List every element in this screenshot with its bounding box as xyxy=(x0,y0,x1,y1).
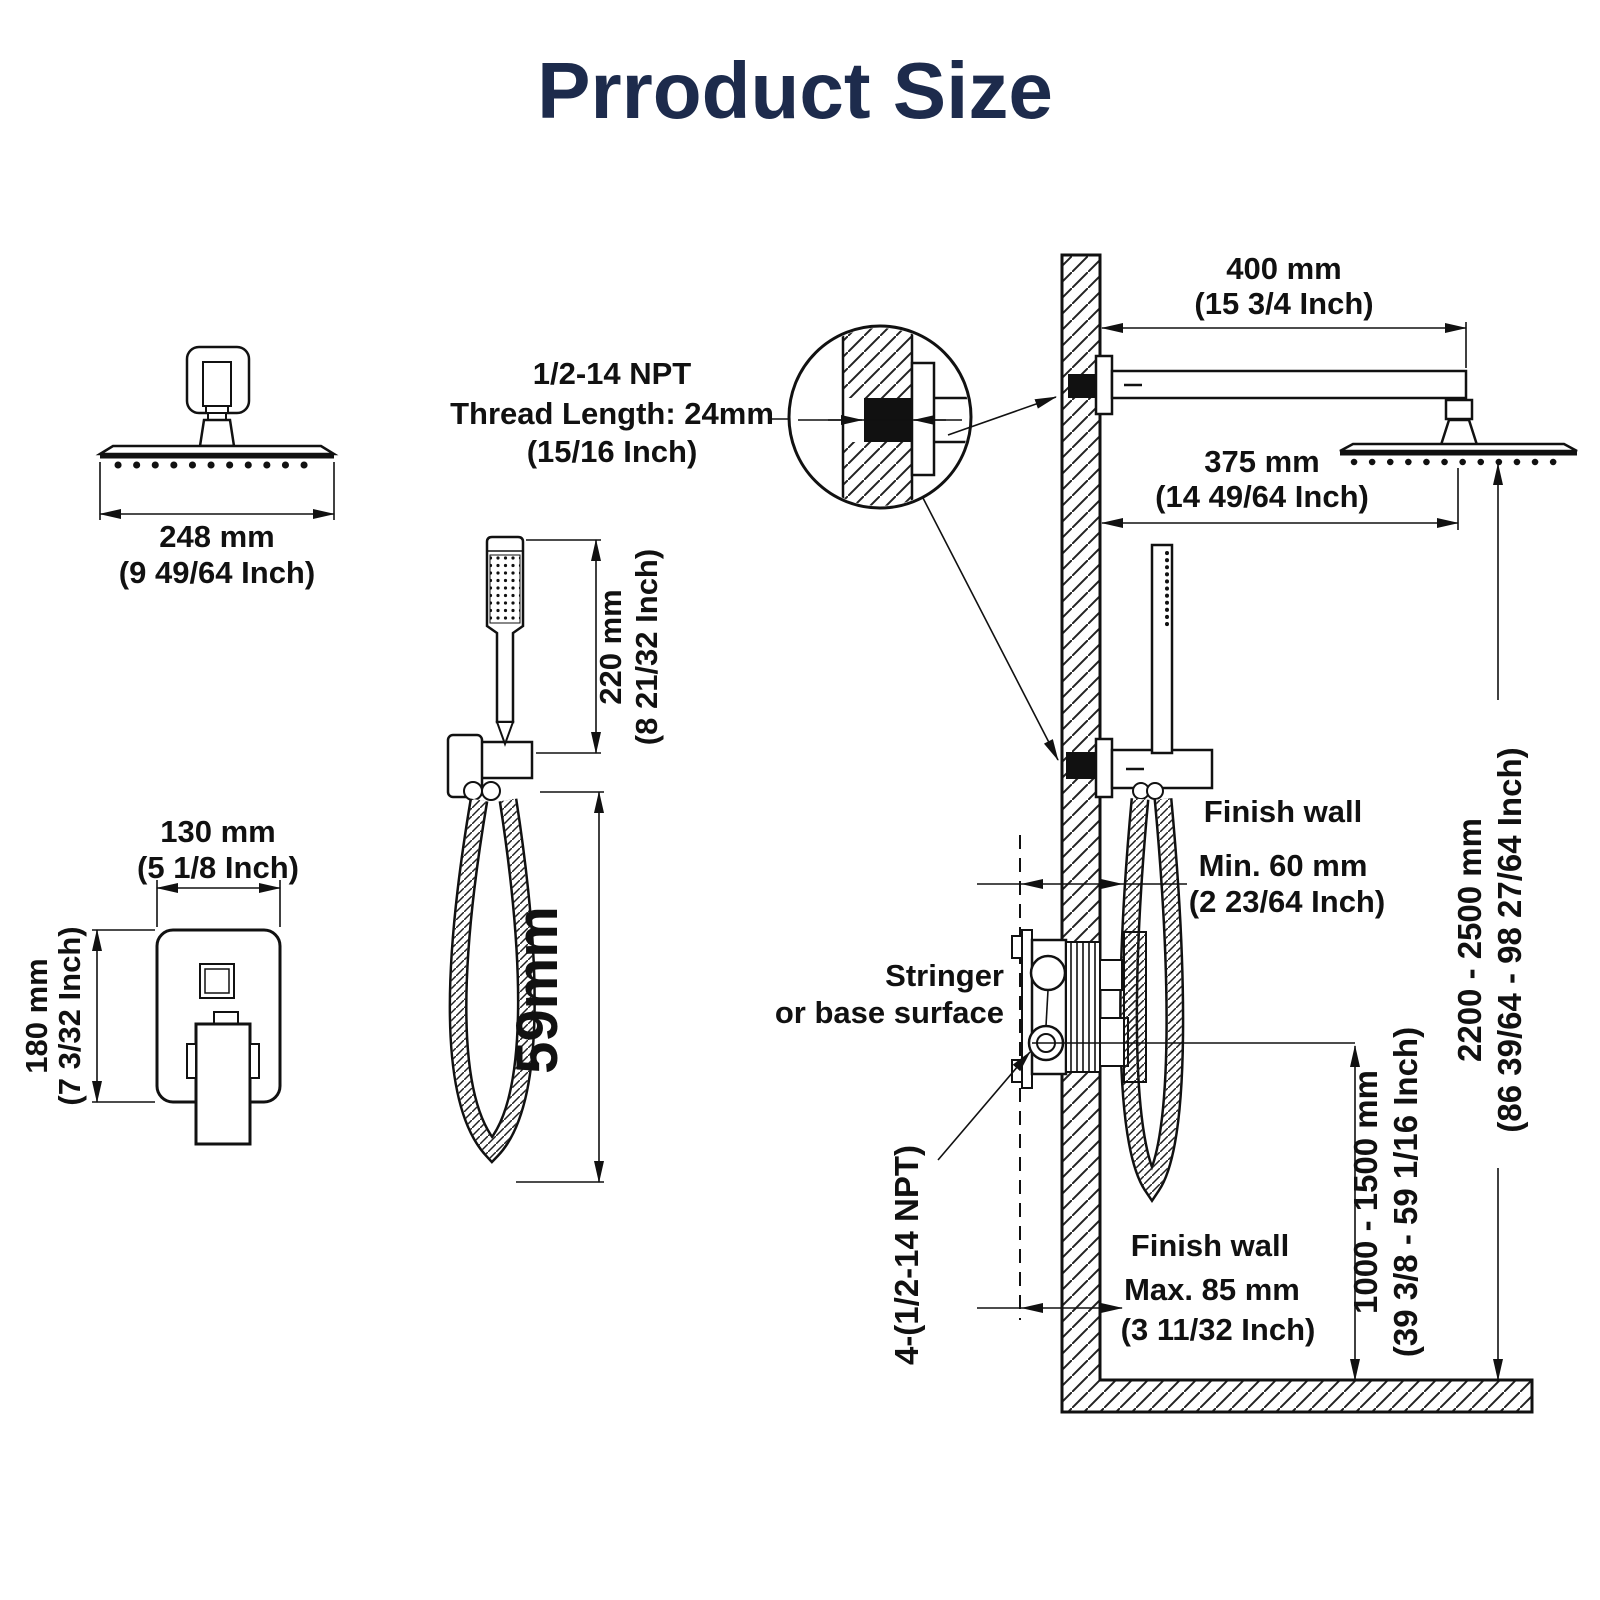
dim-valve-height-in: (7 3/32 Inch) xyxy=(52,926,87,1105)
dim-offset-mm: 375 mm xyxy=(1204,444,1319,479)
dim-arm-mm: 400 mm xyxy=(1226,251,1341,286)
thread-detail-circle xyxy=(787,324,1059,761)
dim-valve-height-mm: 180 mm xyxy=(19,958,54,1073)
hand-shower-icon xyxy=(446,535,536,1164)
dim-wand-in: (8 21/32 Inch) xyxy=(629,549,664,745)
thread-note: 1/2-14 NPT Thread Length: 24mm (15/16 In… xyxy=(450,356,789,469)
dim-valve-range-in: (39 3/8 - 59 1/16 Inch) xyxy=(1387,1027,1424,1357)
arm-flange xyxy=(1094,354,1114,416)
dim-valve-width-in: (5 1/8 Inch) xyxy=(137,850,299,885)
dim-head-range-mm: 2200 - 2500 mm xyxy=(1451,818,1488,1062)
stringer-line2: or base surface xyxy=(775,995,1004,1030)
dim-valve-width-mm: 130 mm xyxy=(160,814,275,849)
thread-note-line3: (15/16 Inch) xyxy=(527,434,698,469)
dim-wand-mm: 220 mm xyxy=(593,589,628,704)
finish-wall-max-line2: Max. 85 mm xyxy=(1124,1272,1300,1307)
holder-wall-thread xyxy=(1066,752,1096,779)
rough-in-valve xyxy=(1011,835,1355,1320)
valve-height-dimension: 180 mm (7 3/32 Inch) xyxy=(19,926,155,1106)
arm-length-dimension: 400 mm (15 3/4 Inch) xyxy=(1101,251,1467,368)
finish-wall-min-line3: (2 23/64 Inch) xyxy=(1189,884,1385,919)
stringer-label: Stringer or base surface xyxy=(775,958,1004,1030)
arm-wall-thread xyxy=(1068,374,1096,398)
head-offset-dimension: 375 mm (14 49/64 Inch) xyxy=(1101,444,1459,530)
head-height-range-dimension: 2200 - 2500 mm (86 39/64 - 98 27/64 Inch… xyxy=(1451,463,1528,1381)
dim-arm-in: (15 3/4 Inch) xyxy=(1194,286,1373,321)
max-depth-dimension: Finish wall Max. 85 mm (3 11/32 Inch) xyxy=(977,1228,1315,1347)
finish-wall-layer xyxy=(1123,931,1147,1083)
overhead-shower-icon xyxy=(95,345,339,469)
thread-note-line1: 1/2-14 NPT xyxy=(533,356,692,391)
hand-shower-length-dimension: 220 mm (8 21/32 Inch) xyxy=(526,539,664,754)
thread-note-line2: Thread Length: 24mm xyxy=(450,396,774,431)
dim-head-width-mm: 248 mm xyxy=(159,519,274,554)
finish-wall-min-line1: Finish wall xyxy=(1204,794,1362,829)
finish-wall-max-line3: (3 11/32 Inch) xyxy=(1121,1312,1316,1347)
installed-arm-and-head xyxy=(1068,354,1578,466)
holder-arm xyxy=(478,740,534,780)
shower-arm xyxy=(1110,369,1468,400)
valve-width-dimension: 130 mm (5 1/8 Inch) xyxy=(137,814,299,927)
hose-loop xyxy=(448,798,536,1164)
ports-text: 4-(1/2-14 NPT) xyxy=(888,1145,925,1365)
leader-to-holder-joint xyxy=(922,497,1059,761)
stringer-line1: Stringer xyxy=(885,958,1004,993)
finish-wall-min-line2: Min. 60 mm xyxy=(1199,848,1368,883)
dim-head-range-in: (86 39/64 - 98 27/64 Inch) xyxy=(1491,747,1528,1132)
leader-to-arm-joint xyxy=(947,396,1057,436)
spray-face xyxy=(489,554,521,624)
rain-head xyxy=(1339,442,1578,453)
valve-trim-icon xyxy=(155,928,282,1146)
dim-head-width-in: (9 49/64 Inch) xyxy=(119,555,315,590)
hose-loop-dimension: 59mm xyxy=(505,791,604,1183)
wall-and-floor xyxy=(1060,253,1534,1414)
page-title: Prroduct Size xyxy=(537,46,1053,135)
ports-label: 4-(1/2-14 NPT) xyxy=(888,1051,1031,1365)
dim-hose-mm: 59mm xyxy=(505,906,570,1074)
min-depth-dimension: Finish wall Min. 60 mm (2 23/64 Inch) xyxy=(977,794,1385,919)
dim-offset-in: (14 49/64 Inch) xyxy=(1155,479,1369,514)
dim-valve-range-mm: 1000 - 1500 mm xyxy=(1347,1070,1384,1314)
finish-wall-max-line1: Finish wall xyxy=(1131,1228,1289,1263)
wand-right xyxy=(1150,543,1174,755)
valve-handle xyxy=(194,1022,252,1146)
overhead-shower-width-dimension: 248 mm (9 49/64 Inch) xyxy=(99,462,335,590)
valve-height-range-dimension: 1000 - 1500 mm (39 3/8 - 59 1/16 Inch) xyxy=(1347,1027,1424,1381)
